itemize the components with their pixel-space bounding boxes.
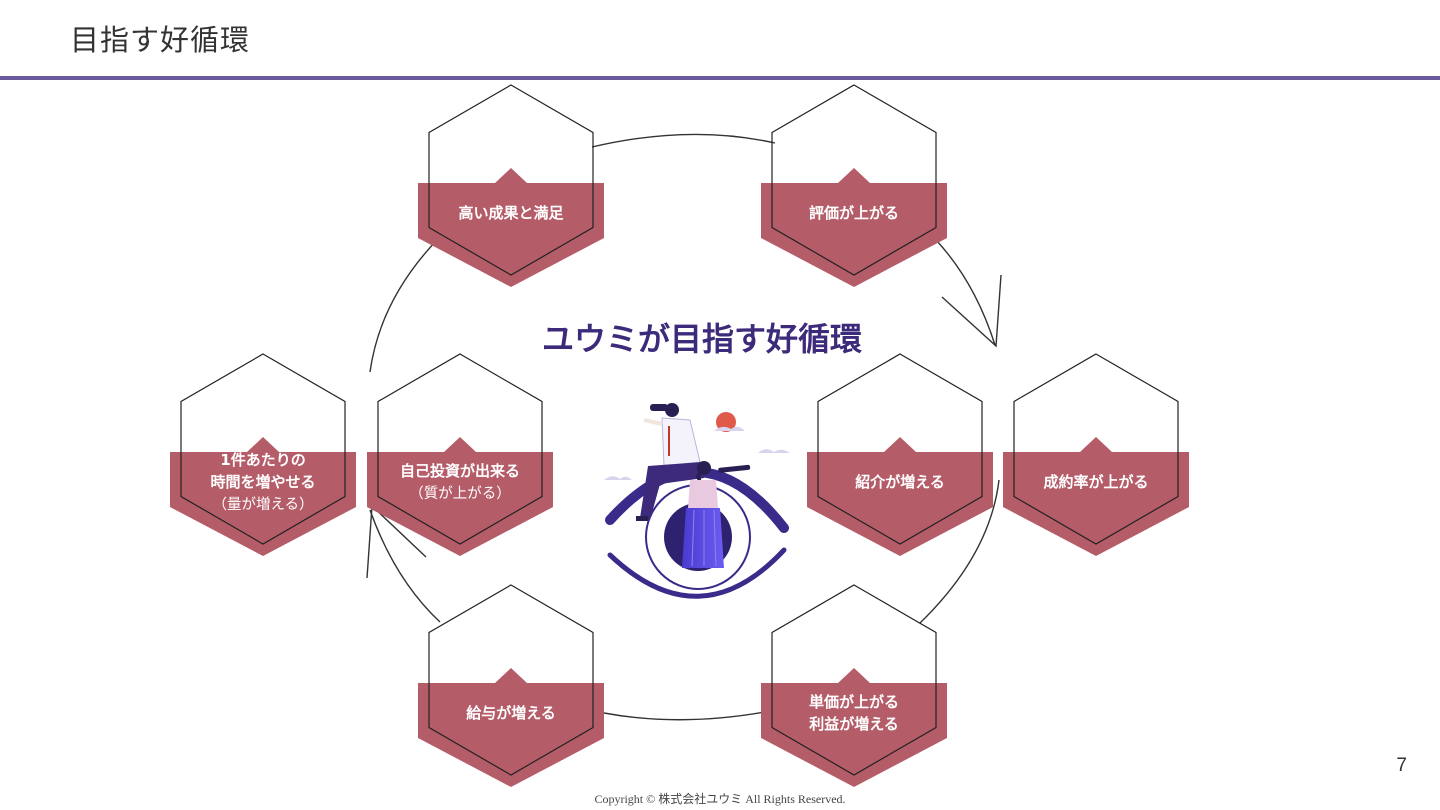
node-hexagon-outline [1013,353,1179,545]
node-label-band [761,668,947,787]
node-hexagon-outline [428,84,594,276]
node-label-band [418,168,604,287]
node-label: 高い成果と満足 [458,204,564,222]
copyright-notice: Copyright © 株式会社ユウミ All Rights Reserved. [594,792,846,806]
node-label: 成約率が上がる [1043,473,1148,491]
node-label-band [170,437,356,556]
cycle-node-high-results: 高い成果と満足 [418,84,604,287]
center-title: ユウミが目指す好循環 [542,320,862,358]
node-label-band [367,437,553,556]
node-label: 自己投資が出来る [400,462,520,480]
node-label-band [418,668,604,787]
cycle-node-closing-rate-up: 成約率が上がる [1003,353,1189,556]
node-sublabel: （量が増える） [212,496,313,513]
node-label: 単価が上がる [809,693,899,711]
node-label: 給与が増える [466,704,556,722]
cycle-arc [369,509,441,623]
node-label: 1件あたりの [220,451,305,469]
node-label-band [1003,437,1189,556]
cycle-arc [935,239,996,346]
node-hexagon-outline [817,353,983,545]
node-sublabel: （質が上がる） [409,484,511,502]
node-label-band [761,168,947,287]
node-hexagon-outline [377,353,543,545]
node-hexagon-outline [180,353,346,545]
cycle-arcs [369,133,1000,721]
cycle-node-evaluation-up: 評価が上がる [761,84,947,287]
node-label: 評価が上がる [809,204,899,222]
cycle-node-salary-up: 給与が増える [418,584,604,787]
cycle-arc [591,133,776,148]
node-label: 利益が増える [809,715,899,733]
node-label-band [807,437,993,556]
cycle-arc [369,239,438,373]
node-hexagon-outline [771,584,937,776]
node-hexagon-outline [428,584,594,776]
arrow-head [941,274,1002,348]
cycle-arc [603,711,766,721]
page-number: 7 [1396,755,1407,776]
title-divider [0,76,1440,80]
cycle-node-referrals-up: 紹介が増える [807,353,993,556]
node-hexagon-outline [771,84,937,276]
binoculars-people-eye-illustration [604,403,790,599]
node-label: 紹介が増える [855,473,945,491]
page-title: 目指す好循環 [70,23,251,57]
node-label: 時間を増やせる [210,473,315,491]
cycle-arc [919,479,1000,624]
cycle-node-self-investment: 自己投資が出来る （質が上がる） [367,353,553,556]
